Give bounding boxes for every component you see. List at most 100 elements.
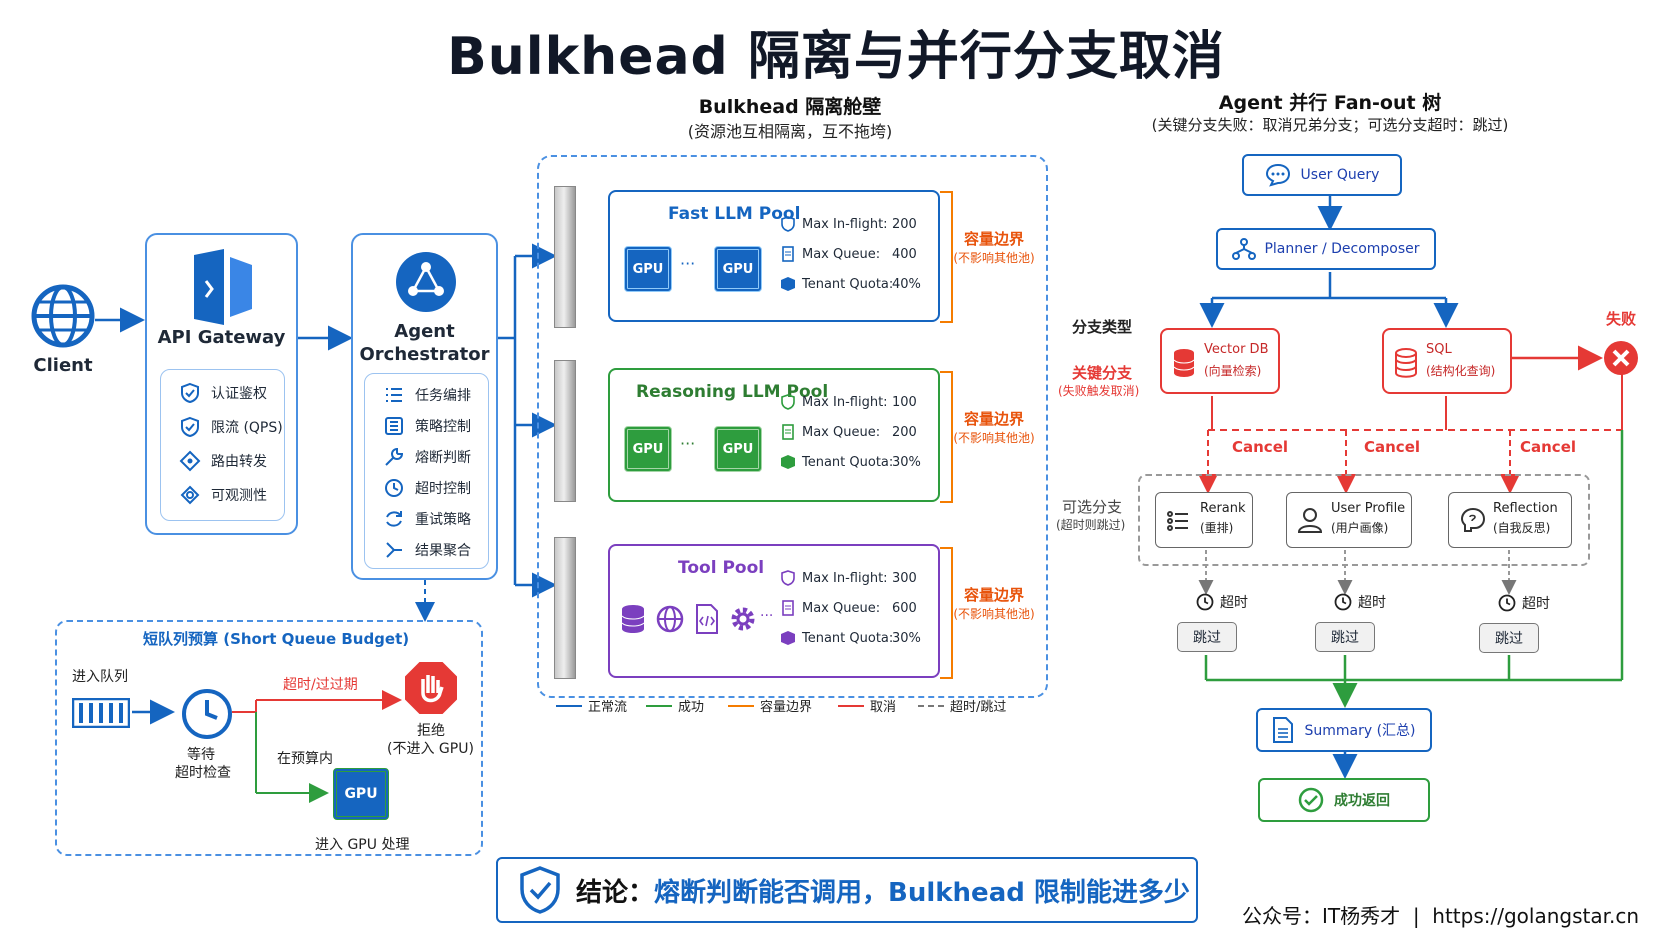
pool-stat: Max In-flight:300 [780,566,917,590]
gpu-chip-label: GPU [344,786,378,802]
reasoning-llm-pool: Reasoning LLM Pool GPU ··· GPU Max In-fl… [608,368,940,502]
gateway-item-label: 认证鉴权 [211,386,267,402]
stat-value: 100 [892,394,917,410]
stat-value: 200 [892,424,917,440]
orchestrator-title-line2: Orchestrator [359,344,490,365]
capacity-label: 容量边界 (不影响其他池) [952,584,1036,622]
cube-icon [781,631,795,645]
cancel-label: Cancel [1364,438,1421,456]
optional-branch-node: Rerank (重排) [1155,492,1253,548]
pool-stat: Max Queue:600 [780,596,917,620]
pool-stat: Max Queue:200 [780,420,917,444]
critical-branch-sub: (失败触发取消) [1058,384,1140,398]
gateway-item-label: 可观测性 [211,488,267,504]
gateway-item: 限流 (QPS) [161,412,283,442]
shield-icon [781,570,795,586]
fail-x-icon [1604,341,1638,375]
optional-node-sub: (用户画像) [1331,521,1389,535]
cube-icon [781,277,795,291]
vector-db-node: Vector DB (向量检索) [1160,328,1280,394]
gateway-item-label: 限流 (QPS) [211,420,283,436]
capacity-title: 容量边界 [963,586,1024,604]
stat-key: Max Queue: [802,246,881,262]
pool-title: Tool Pool [678,558,765,578]
stat-value: 400 [892,246,917,262]
orchestrator-item: 结果聚合 [365,535,471,565]
capacity-title: 容量边界 [963,230,1024,248]
optional-branch-node: Reflection (自我反思) [1448,492,1572,548]
orchestrator-item-label: 策略控制 [415,419,471,435]
gpu-process-label: 进入 GPU 处理 [315,837,410,853]
stat-value: 300 [892,570,917,586]
user-query-node: User Query [1242,154,1402,196]
stat-value: 30% [892,454,921,470]
document-icon [782,246,794,262]
shield-icon [781,216,795,232]
skip-badge: 跳过 [1479,623,1539,653]
conclusion-prefix: 结论： [576,877,655,908]
optional-branch-group [1138,474,1590,566]
gpu-chip-queue: GPU [333,768,389,820]
critical-branch-title: 关键分支 [1072,364,1133,382]
cube-icon [781,455,795,469]
legend-item: 正常流 [556,696,627,715]
reject-label-line2: (不进入 GPU) [387,741,474,757]
queue-budget-panel: 短队列预算 (Short Queue Budget) 进入队列 等待 超时检查 … [55,620,483,856]
wait-label-line1: 等待 [187,747,215,763]
capacity-sub: (不影响其他池) [953,607,1035,621]
route-icon [179,450,201,472]
bulkhead-panel [537,155,1048,698]
timeout-indicator: 超时 [1196,592,1248,612]
sql-sub: (结构化查询) [1426,364,1496,378]
branch-icon [1232,238,1257,260]
capacity-sub: (不影响其他池) [953,431,1035,445]
user-icon [1297,508,1323,533]
reject-label-line1: 拒绝 [417,723,445,739]
legend-item: 成功 [646,696,704,715]
stat-value: 600 [892,600,917,616]
bulkhead-wall [554,186,576,328]
refresh-icon [386,511,402,527]
legend-label: 正常流 [588,700,628,715]
ellipsis: ··· [760,608,774,624]
legend-item: 超时/跳过 [918,696,1006,715]
legend-label: 取消 [870,700,897,715]
orchestrator-item-label: 任务编排 [415,388,471,404]
planner-node: Planner / Decomposer [1216,228,1436,270]
database-icon [1173,349,1195,377]
capacity-sub: (不影响其他池) [953,251,1035,265]
optional-branch-sub: (超时则跳过) [1056,518,1126,532]
list-icon [1167,511,1188,531]
shield-icon [781,394,795,410]
optional-node-sub: (重排) [1200,521,1234,535]
orchestrator-title-line1: Agent [394,321,455,342]
queue-budget-title: 短队列预算 (Short Queue Budget) [143,630,410,648]
orchestrator-feature-list: 任务编排 策略控制 熔断判断 超时控制 重试策略 结果聚合 [364,373,489,569]
orchestrator-card: Agent Orchestrator 任务编排 策略控制 熔断判断 超时控制 重… [351,233,498,580]
conclusion-text: 熔断判断能否调用，Bulkhead 限制能进多少 [654,877,1190,908]
clock-icon [385,479,403,497]
skip-badge: 跳过 [1177,622,1237,652]
gateway-item: 认证鉴权 [161,378,267,408]
timeout-label: 超时 [1522,596,1550,612]
cancel-label: Cancel [1520,438,1577,456]
legend-label: 容量边界 [760,700,813,715]
timeout-label: 超时 [1358,595,1386,611]
stat-key: Max In-flight: [802,394,888,410]
gpu-chip: GPU [714,426,762,472]
document-icon [782,424,794,440]
gpu-chip-label: GPU [632,261,664,277]
summary-node: Summary (汇总) [1256,708,1432,752]
success-node: 成功返回 [1258,778,1430,822]
fanout-subtitle: (关键分支失败：取消兄弟分支；可选分支超时：跳过) [1151,116,1509,134]
pool-stat: Tenant Quota:30% [780,450,921,474]
clock-icon [1334,593,1352,611]
gateway-icon [194,249,252,325]
skip-badge: 跳过 [1315,622,1375,652]
brain-icon [1460,507,1486,532]
gateway-item: 路由转发 [161,446,267,476]
vector-db-label: Vector DB [1204,342,1269,357]
orchestrator-item: 重试策略 [365,504,471,534]
ellipsis: ··· [680,434,696,453]
